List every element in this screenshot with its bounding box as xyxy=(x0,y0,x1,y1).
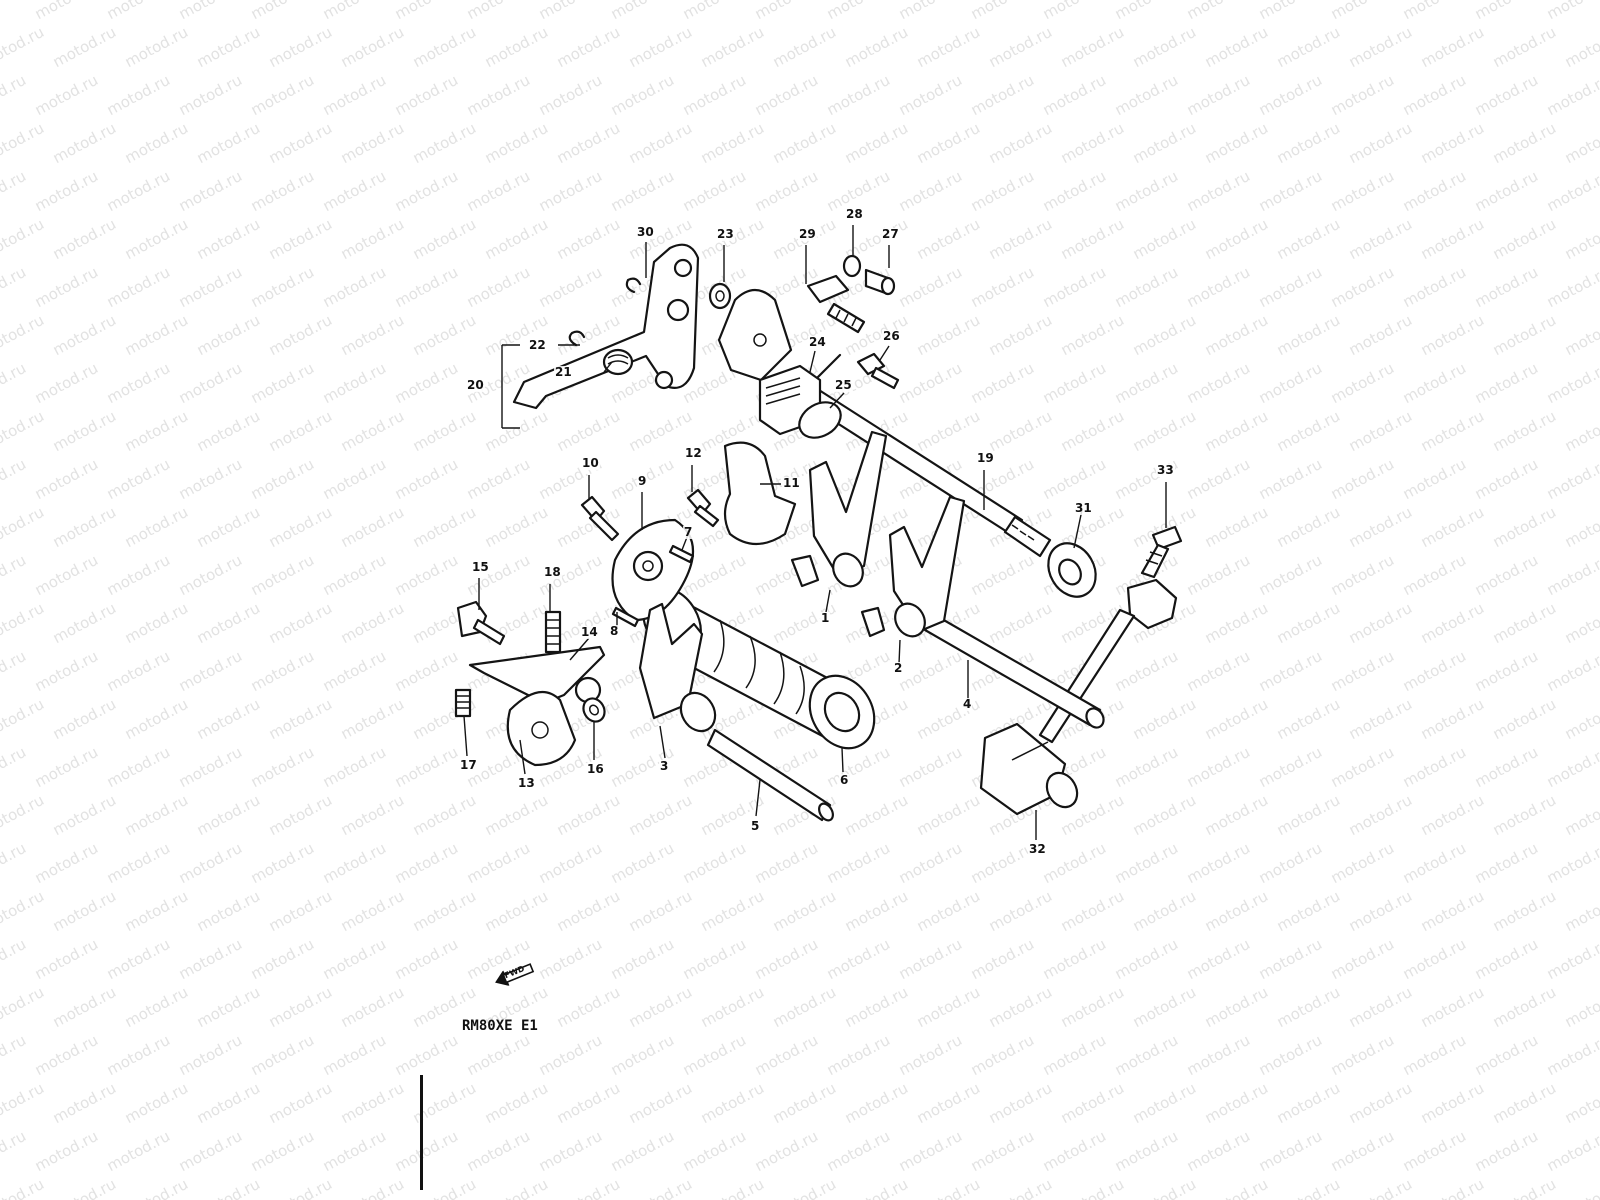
callout-19: 19 xyxy=(976,451,995,465)
part-16-washer xyxy=(582,697,606,723)
callout-15: 15 xyxy=(471,560,490,574)
part-5-fork-shaft xyxy=(706,728,834,822)
callout-6: 6 xyxy=(839,773,850,787)
margin-bar xyxy=(420,1075,423,1190)
callout-28: 28 xyxy=(845,207,864,221)
part-20-pawl-assembly xyxy=(512,243,700,410)
callout-20: 20 xyxy=(466,378,485,392)
callout-8: 8 xyxy=(609,624,620,638)
callout-29: 29 xyxy=(798,227,817,241)
part-15-bolt xyxy=(456,600,506,646)
part-25-collar xyxy=(758,364,842,439)
part-7-pin xyxy=(668,544,695,564)
part-12-screw xyxy=(686,488,720,528)
callout-21: 21 xyxy=(554,365,573,379)
callout-12: 12 xyxy=(684,446,703,460)
callout-9: 9 xyxy=(637,474,648,488)
leader-lines xyxy=(463,225,1167,840)
part-28-nut xyxy=(842,254,862,278)
callout-3: 3 xyxy=(659,759,670,773)
callout-32: 32 xyxy=(1028,842,1047,856)
callout-14: 14 xyxy=(580,625,599,639)
callout-25: 25 xyxy=(834,378,853,392)
part-3-fork xyxy=(638,602,717,733)
callout-13: 13 xyxy=(517,776,536,790)
part-21-spring xyxy=(602,348,634,376)
part-8-pin xyxy=(611,606,640,628)
part-2-shift-fork xyxy=(860,495,966,638)
callout-5: 5 xyxy=(750,819,761,833)
callout-30: 30 xyxy=(636,225,655,239)
callout-1: 1 xyxy=(820,611,831,625)
callout-27: 27 xyxy=(881,227,900,241)
part-23-washer xyxy=(708,282,732,310)
callout-24: 24 xyxy=(808,335,827,349)
callout-16: 16 xyxy=(586,762,605,776)
part-22-clip xyxy=(568,330,586,347)
callout-26: 26 xyxy=(882,329,901,343)
part-31-seal xyxy=(1047,542,1097,598)
part-33-bolt xyxy=(1140,525,1183,579)
part-27-spacer xyxy=(864,268,896,296)
model-code: RM80XE E1 xyxy=(462,1018,538,1034)
callout-10: 10 xyxy=(581,456,600,470)
part-1-shift-fork xyxy=(790,430,888,588)
part-30-clip xyxy=(625,277,642,294)
callout-7: 7 xyxy=(683,525,694,539)
callout-11: 11 xyxy=(782,476,801,490)
callout-22: 22 xyxy=(528,338,547,352)
part-17-spring xyxy=(454,688,472,718)
part-13-stopper-plate xyxy=(506,690,577,767)
forward-arrow-icon: FWD xyxy=(492,960,537,991)
callout-33: 33 xyxy=(1156,463,1175,477)
part-10-screw xyxy=(580,495,620,542)
callout-2: 2 xyxy=(893,661,904,675)
callout-18: 18 xyxy=(543,565,562,579)
callout-23: 23 xyxy=(716,227,735,241)
callout-17: 17 xyxy=(459,758,478,772)
part-29-bolt xyxy=(806,274,866,334)
part-18-spring xyxy=(544,610,562,654)
part-11-plate xyxy=(723,441,797,546)
callout-31: 31 xyxy=(1074,501,1093,515)
part-26-bolt xyxy=(856,352,900,390)
callout-4: 4 xyxy=(962,697,973,711)
part-14-stopper-arm xyxy=(468,645,606,705)
